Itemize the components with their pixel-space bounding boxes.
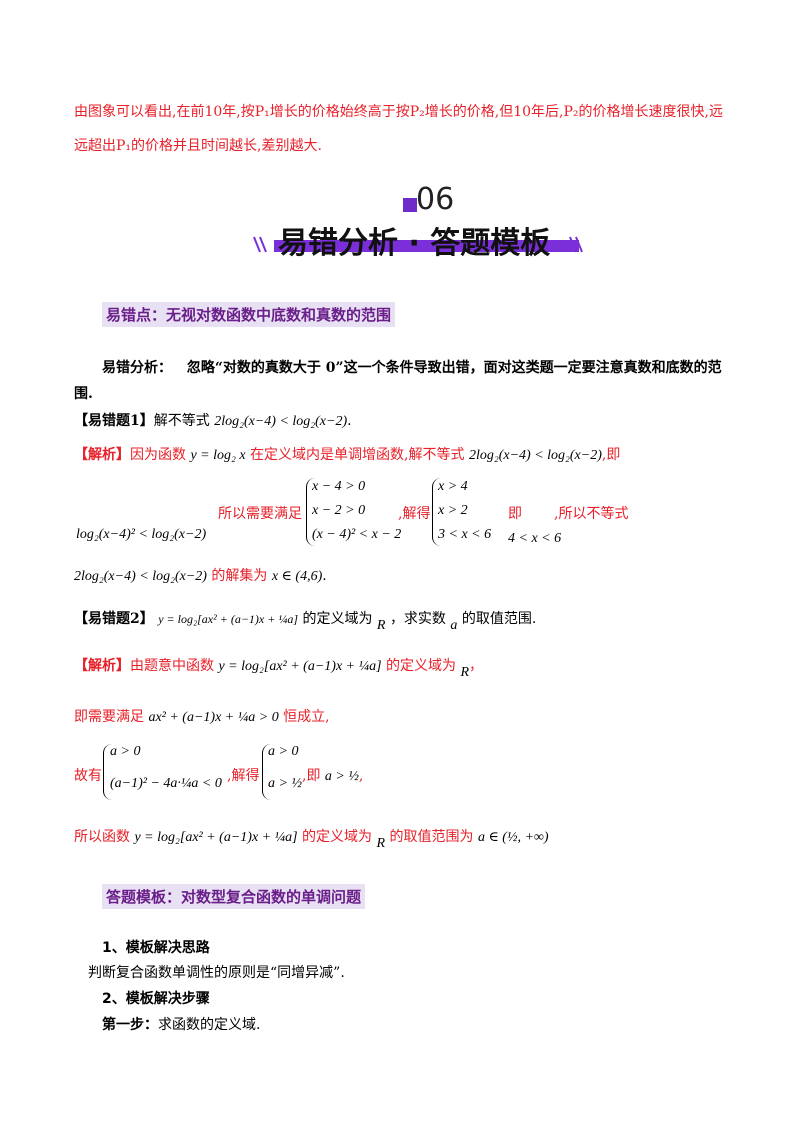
ji-word: 即 (508, 506, 522, 522)
intro-line-2: 远超出P₁的价格并且时间越长,差别越大. (74, 138, 322, 154)
p2-s4-R: R (376, 836, 386, 851)
p2-s1-a: 由题意中函数 (130, 658, 214, 674)
range-result: 4 < x < 6 (508, 531, 562, 546)
p2-s4-b: 的定义域为 (302, 829, 373, 845)
analysis-text: 忽略“对数的真数大于 0”这一个条件导致出错，面对这类题一定要注意真数和底数的范 (186, 360, 722, 376)
section-banner: 06 易错分析 · 答题模板 (248, 182, 588, 262)
p2-s1-b: 的定义域为 (386, 658, 457, 674)
p2-s4-c: 的取值范围为 (389, 829, 474, 845)
error-analysis: 易错分析： 忽略“对数的真数大于 0”这一个条件导致出错，面对这类题一定要注意真… (102, 357, 722, 377)
template-item2-title: 2、模板解决步骤 (102, 991, 210, 1007)
problem2-line: 【易错题2】 y = log₂[ax² + (a−1)x + ¼a] 的定义域为… (74, 608, 536, 634)
solve-word: ,解得 (398, 506, 431, 522)
p2-s4-set: a ∈ (½, +∞) (477, 830, 549, 845)
sol-text-a: 因为函数 (130, 447, 186, 463)
p2-s2-expr: ax² + (a−1)x + ¼a > 0 (148, 710, 279, 725)
sysB-brace (262, 744, 271, 800)
sysA-brace (103, 744, 112, 800)
final-text: 的解集为 (211, 568, 268, 584)
p2-text-c: 的取值范围. (461, 611, 537, 627)
final-line: 2log₂(x−4) < log₂(x−2) 的解集为 x ∈ (4,6). (74, 568, 327, 584)
p2-s1-func: y = log₂[ax² + (a−1)x + ¼a] (218, 659, 382, 674)
template-item1-text: 判断复合函数单调性的原则是“同增异减”. (88, 965, 345, 981)
system2-row-1: x > 4 (438, 479, 468, 494)
final-ineq: 2log₂(x−4) < log₂(x−2) (74, 569, 207, 584)
p2-s1-c: ， (469, 658, 484, 674)
p2-s4-func: y = log₂[ax² + (a−1)x + ¼a] (134, 830, 298, 845)
p2-solution-line-1: 【解析】由题意中函数 y = log₂[ax² + (a−1)x + ¼a] 的… (74, 655, 483, 681)
template-item1-title: 1、模板解决思路 (102, 940, 210, 956)
p2-a: a (450, 618, 458, 633)
p2-s3-res: a > ½ (324, 769, 359, 784)
banner-title: 易错分析 · 答题模板 (278, 226, 551, 261)
p2-s1-R: R (460, 665, 470, 680)
system1-brace (306, 478, 315, 546)
sysB-row-2: a > ½ (268, 776, 302, 791)
sol-text-c: ,即 (601, 447, 621, 463)
so-text: ,所以不等式 (554, 506, 629, 522)
problem1-line: 【易错题1】解不等式 2log₂(x−4) < log₂(x−2). (74, 413, 352, 429)
step1-label: 第一步： (102, 1017, 158, 1033)
p2-s3-b: ,解得 (227, 768, 260, 784)
p2-R: R (376, 618, 386, 633)
banner-number: 06 (416, 182, 455, 217)
problem1-inequality: 2log₂(x−4) < log₂(x−2) (214, 414, 348, 429)
system1-row-2: x − 2 > 0 (312, 503, 366, 518)
p2-solution-label: 【解析】 (74, 658, 130, 674)
sysB-row-1: a > 0 (268, 744, 299, 759)
problem1-prompt: 解不等式 (153, 413, 210, 429)
p2-s3-d: , (358, 768, 364, 784)
problem2-label: 【易错题2】 (74, 611, 154, 627)
sol-ineq: 2log₂(x−4) < log₂(x−2) (468, 448, 602, 463)
analysis-text-2: 围. (74, 386, 93, 402)
p2-text-a: 的定义域为 (302, 611, 373, 627)
needs-text: 所以需要满足 (218, 506, 302, 522)
template-step1: 第一步：求函数的定义域. (102, 1014, 260, 1034)
p2-s2-b: 恒成立, (283, 709, 330, 725)
p2-s3-a: 故有 (74, 768, 102, 784)
template-heading: 答题模板：对数型复合函数的单调问题 (102, 884, 366, 909)
system1-row-1: x − 4 > 0 (312, 479, 366, 494)
problem2-func: y = log₂[ax² + (a−1)x + ¼a] (158, 612, 299, 626)
left-inequality: log₂(x−4)² < log₂(x−2) (76, 527, 207, 542)
sysA-row-1: a > 0 (110, 744, 141, 759)
p2-text-b: ，求实数 (389, 611, 446, 627)
system2-row-2: x > 2 (438, 503, 468, 518)
problem1-solution-line: 【解析】因为函数 y = log₂ x 在定义域内是单调增函数,解不等式 2lo… (74, 444, 620, 464)
problem1-label: 【易错题1】 (74, 413, 154, 429)
p2-s2-a: 即需要满足 (74, 709, 144, 725)
problem1-solution-label: 【解析】 (74, 447, 130, 463)
step1-text: 求函数的定义域. (158, 1017, 261, 1033)
sol-func: y = log₂ x (190, 448, 246, 463)
p2-solution-line-4: 所以函数 y = log₂[ax² + (a−1)x + ¼a] 的定义域为 R… (74, 826, 549, 852)
analysis-label: 易错分析： (102, 360, 172, 376)
p2-s3-c: ,即 a > ½, (302, 765, 363, 785)
system2-row-3: 3 < x < 6 (438, 527, 492, 542)
banner-graphic (253, 198, 583, 253)
system1-row-3: (x − 4)² < x − 2 (312, 527, 402, 542)
sysA-row-2: (a−1)² − 4a·¼a < 0 (110, 776, 222, 791)
p2-solution-line-2: 即需要满足 ax² + (a−1)x + ¼a > 0 恒成立, (74, 706, 330, 726)
sol-text-b: 在定义域内是单调增函数,解不等式 (250, 447, 465, 463)
error-point-heading: 易错点：无视对数函数中底数和真数的范围 (102, 302, 396, 327)
p2-s4-a: 所以函数 (74, 829, 130, 845)
intro-line-1: 由图象可以看出,在前10年,按P₁增长的价格始终高于按P₂增长的价格,但10年后… (74, 104, 723, 120)
system2-brace (432, 478, 441, 546)
p2-s3-c-text: ,即 (302, 768, 321, 784)
final-set: x ∈ (4,6) (271, 569, 323, 584)
